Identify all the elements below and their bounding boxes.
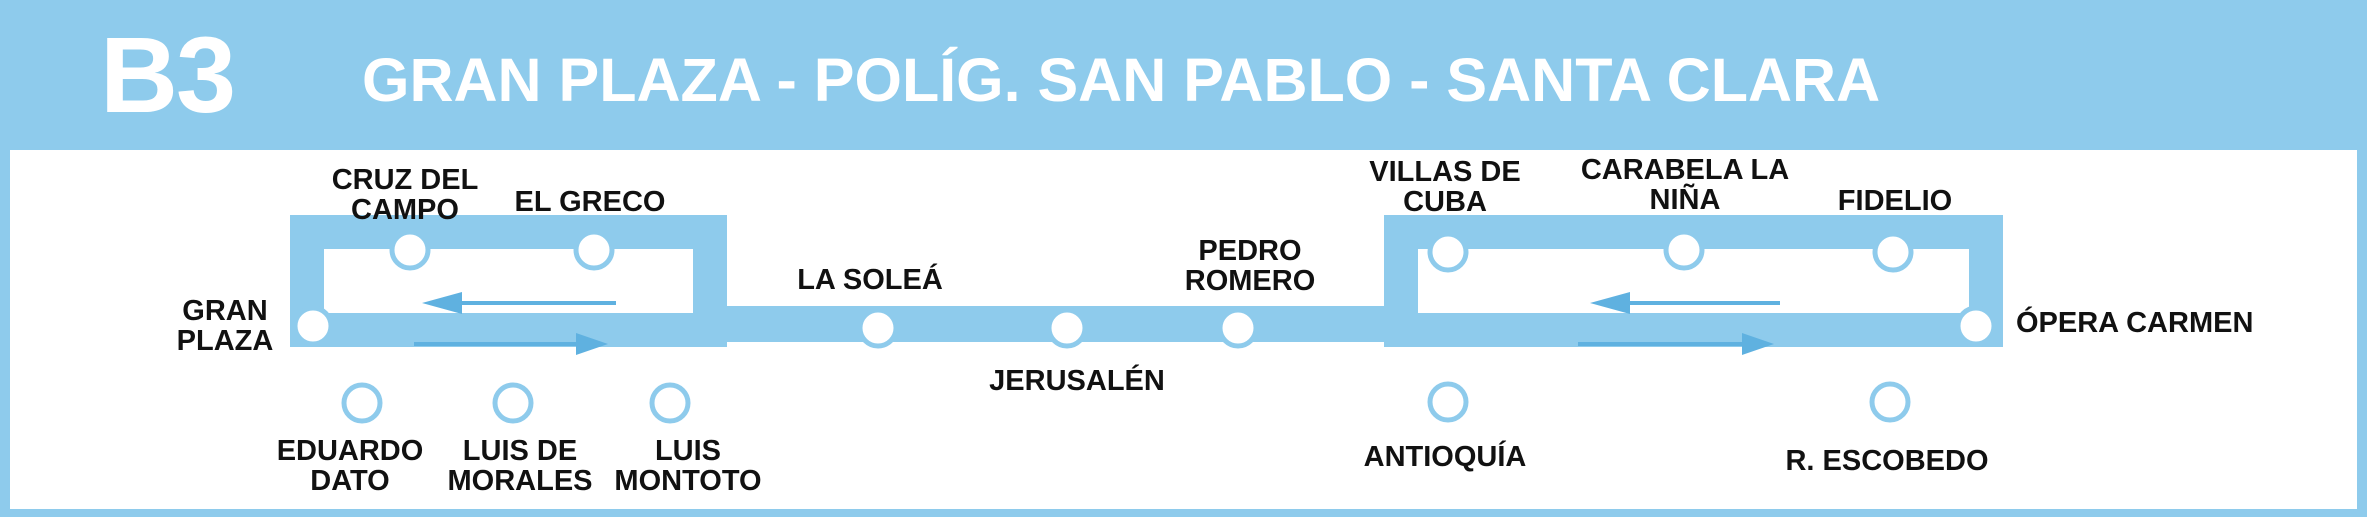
- stop-marker-jerusalen[interactable]: [1046, 307, 1088, 349]
- left-arrowhead-east: [576, 333, 608, 355]
- stop-label-gran-plaza: GRAN PLAZA: [176, 295, 274, 357]
- stop-marker-luis-montoto[interactable]: [649, 382, 691, 424]
- stop-marker-eduardo-dato[interactable]: [341, 382, 383, 424]
- stop-label-carabela-la-nina: CARABELA LA NIÑA: [1580, 154, 1790, 216]
- stop-marker-luis-de-morales[interactable]: [492, 382, 534, 424]
- route-header: B3 GRAN PLAZA - POLÍG. SAN PABLO - SANTA…: [0, 0, 2367, 148]
- stop-marker-el-greco[interactable]: [573, 229, 615, 271]
- stop-marker-cruz-del-campo[interactable]: [389, 229, 431, 271]
- stop-marker-carabela-la-nina[interactable]: [1663, 229, 1705, 271]
- stop-label-la-solea: LA SOLEÁ: [797, 264, 943, 296]
- stop-label-eduardo-dato: EDUARDO DATO: [276, 435, 424, 497]
- right-arrowhead-west: [1590, 292, 1630, 314]
- stop-marker-la-solea[interactable]: [857, 307, 899, 349]
- stop-marker-opera-carmen[interactable]: [1955, 305, 1997, 347]
- route-diagram-panel: GRAN PLAZA CRUZ DEL CAMPO EL GRECO EDUAR…: [10, 150, 2357, 509]
- stop-marker-fidelio[interactable]: [1872, 231, 1914, 273]
- stop-label-jerusalen: JERUSALÉN: [989, 365, 1165, 397]
- stop-label-cruz-del-campo: CRUZ DEL CAMPO: [331, 164, 479, 226]
- stop-label-fidelio: FIDELIO: [1837, 185, 1953, 217]
- route-code: B3: [100, 14, 236, 135]
- right-arrowhead-east: [1742, 333, 1774, 355]
- stop-marker-pedro-romero[interactable]: [1217, 307, 1259, 349]
- stop-label-luis-montoto: LUIS MONTOTO: [614, 435, 762, 497]
- stop-label-villas-de-cuba: VILLAS DE CUBA: [1369, 156, 1521, 218]
- route-name: GRAN PLAZA - POLÍG. SAN PABLO - SANTA CL…: [362, 46, 1881, 114]
- stop-label-luis-de-morales: LUIS DE MORALES: [447, 435, 593, 497]
- left-arrowhead-west: [422, 292, 462, 314]
- stop-label-el-greco: EL GRECO: [514, 186, 666, 218]
- stop-label-pedro-romero: PEDRO ROMERO: [1184, 235, 1316, 297]
- stop-marker-antioquia[interactable]: [1427, 381, 1469, 423]
- left-loop-line: [290, 215, 727, 347]
- stop-marker-gran-plaza[interactable]: [292, 305, 334, 347]
- stop-label-antioquia: ANTIOQUÍA: [1363, 441, 1527, 473]
- left-direction-arrows: [414, 292, 616, 355]
- right-direction-arrows: [1578, 292, 1780, 355]
- stop-marker-villas-de-cuba[interactable]: [1427, 231, 1469, 273]
- stop-label-opera-carmen: ÓPERA CARMEN: [2016, 307, 2254, 339]
- route-diagram: [290, 215, 2003, 424]
- stop-marker-r-escobedo[interactable]: [1869, 381, 1911, 423]
- stop-label-r-escobedo: R. ESCOBEDO: [1785, 445, 1989, 477]
